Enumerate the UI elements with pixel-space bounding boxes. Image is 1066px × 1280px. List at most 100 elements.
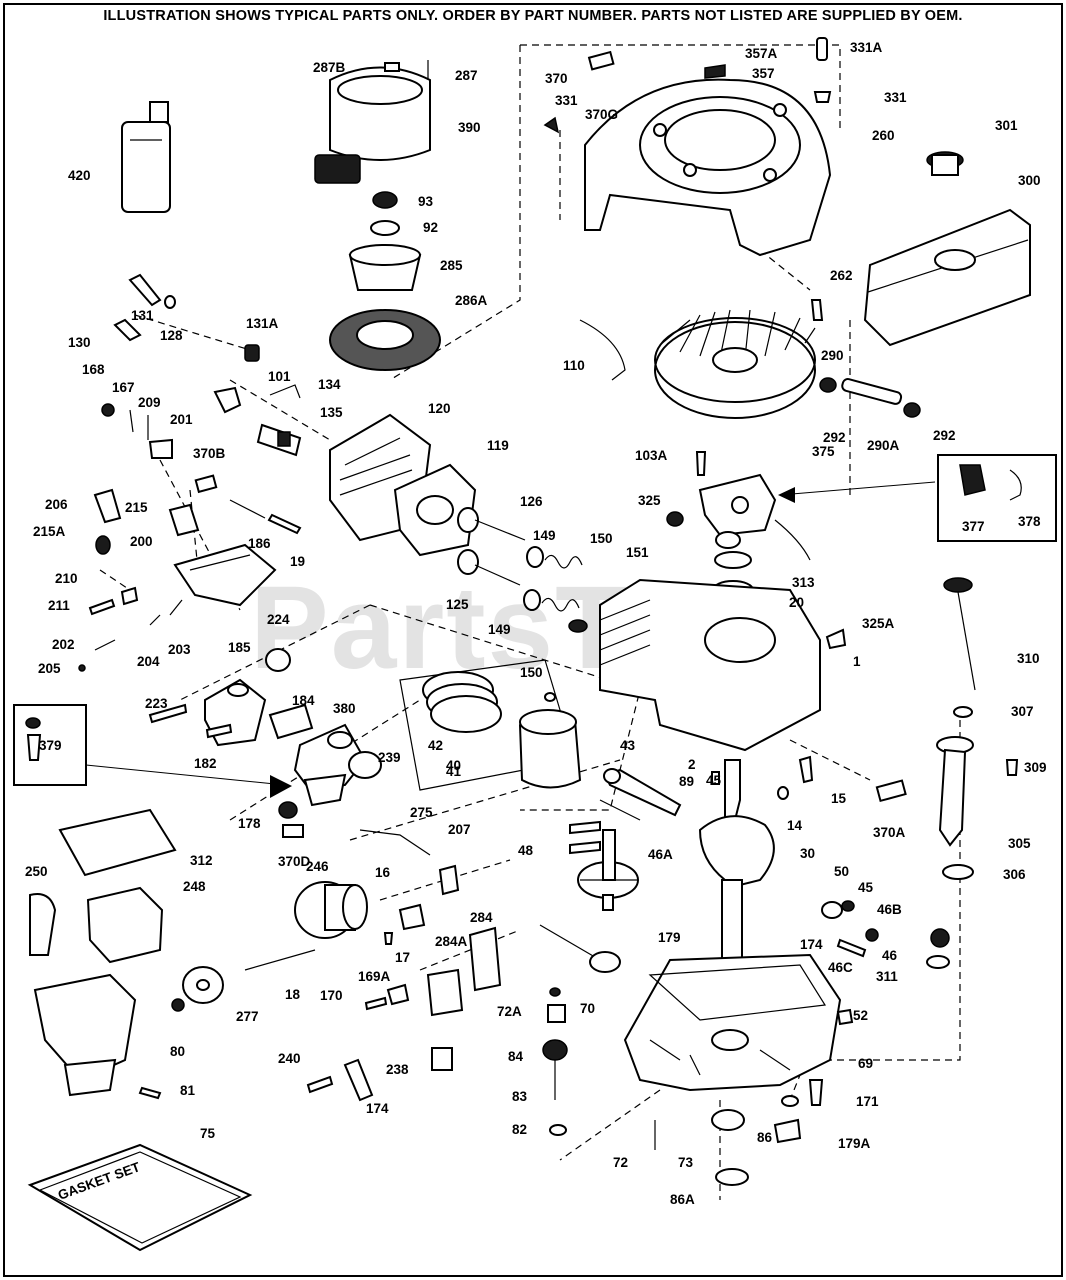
filter-246 [86,886,164,964]
callout-103a: 103A [635,448,668,463]
callout-130: 130 [68,335,91,350]
cover-250 [58,808,177,877]
seal-306 [942,864,974,880]
bolt-131 [128,273,162,307]
callout-186: 186 [248,536,271,551]
callout-312: 312 [190,853,213,868]
diagram-border [3,3,1063,1277]
head-gasket-119 [393,463,477,557]
stud-19 [267,513,302,535]
callout-309: 309 [1024,760,1047,775]
callout-179a: 179A [838,1136,871,1151]
screw-174 [364,996,388,1011]
filter-element-286A [329,309,441,371]
seal-313 [714,551,752,569]
inset-379-arrowhead [270,775,292,798]
connecting-rod-45 [603,768,682,817]
callout-250: 250 [25,864,48,879]
screen-370 [587,50,615,71]
callout-149: 149 [488,622,511,637]
callout-378: 378 [1018,514,1041,529]
callout-151: 151 [626,545,649,560]
callout-41: 41 [446,764,462,779]
callout-86: 86 [757,1130,773,1145]
callout-135: 135 [320,405,343,420]
callout-209: 209 [138,395,161,410]
valve-springs-149-150-151 [523,546,588,633]
bracket-16 [438,864,460,896]
lead-wire-110 [579,319,626,381]
callout-69: 69 [858,1056,873,1071]
callout-292: 292 [823,430,846,445]
parts-202-203-204-205 [78,599,183,672]
callout-168: 168 [82,362,105,377]
nut-325 [666,511,684,527]
callout-284: 284 [470,910,493,925]
bolt-130 [113,318,142,342]
callout-290a: 290A [867,438,900,453]
air-filter-285 [348,244,422,291]
callout-311: 311 [876,969,898,984]
tappets-48 [569,820,601,855]
rod-bolts-46A [599,799,641,821]
callout-126: 126 [520,494,543,509]
washer-284A [171,998,185,1012]
callout-110: 110 [563,358,585,373]
callout-357: 357 [752,66,775,81]
callout-200: 200 [130,534,153,549]
screw-238 [138,1086,162,1100]
callout-19: 19 [290,554,305,569]
callout-81: 81 [180,1083,196,1098]
callout-46a: 46A [648,847,673,862]
callout-331: 331 [555,93,578,108]
pin-89 [711,771,720,785]
o-ring-307 [953,706,973,718]
washer-128 [164,295,176,309]
callout-240: 240 [278,1051,301,1066]
carburetor-380 [293,723,367,807]
callout-171: 171 [856,1094,879,1109]
callout-73: 73 [678,1155,694,1170]
callout-202: 202 [52,637,75,652]
callout-313: 313 [792,575,815,590]
crankshaft-30 [698,759,775,971]
callout-370g: 370G [585,107,618,122]
callout-17: 17 [395,950,410,965]
callout-300: 300 [1018,173,1041,188]
oil-pump-parts [542,987,568,1136]
callout-89: 89 [679,774,694,789]
washer-92 [370,220,400,236]
callout-290: 290 [821,348,844,363]
part-178 [278,801,298,819]
lever-215 [168,503,200,537]
callout-185: 185 [228,640,251,655]
piston-41 [518,709,582,789]
parts-210-211 [88,586,139,616]
callout-119: 119 [487,438,509,453]
oil-bottle-420 [121,101,171,213]
callout-277: 277 [236,1009,259,1024]
label-370D [282,824,304,838]
elbow-248 [29,893,57,956]
nut-93 [372,191,398,209]
ignition-module [698,473,811,561]
camshaft-50 [577,829,639,911]
callout-370: 370 [545,71,568,86]
callout-labels: 287B2873909392285286A420331A331357A35737… [25,40,1047,1207]
piston-pin-43 [544,692,556,702]
callout-20: 20 [789,595,804,610]
callout-16: 16 [375,865,391,880]
callout-40: 40 [446,758,461,773]
housing-240 [33,973,137,1097]
callout-1: 1 [853,654,861,669]
fuel-cap-301 [926,151,964,176]
spring-186 [229,499,266,519]
seals-75-75A [711,1109,749,1186]
callout-211: 211 [48,598,70,613]
callout-125: 125 [446,597,469,612]
bearing-45b-46B-46C [821,900,879,958]
spacer-131A [244,344,260,362]
inset-377-378 [937,454,1057,542]
